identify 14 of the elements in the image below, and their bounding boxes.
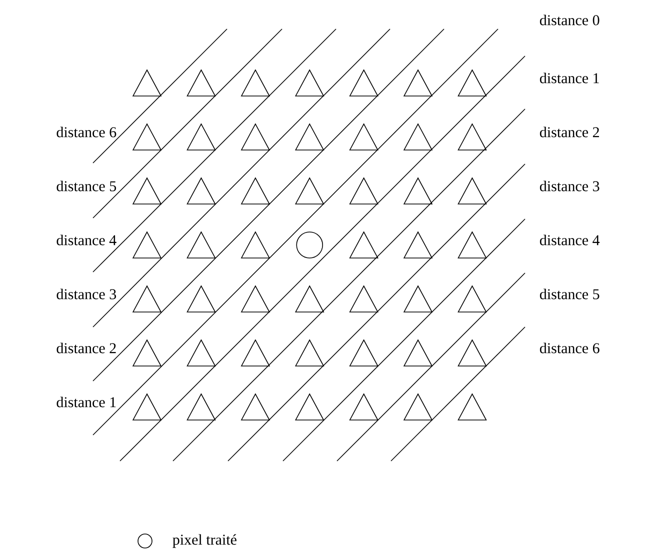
distance-label: distance 2 bbox=[56, 342, 116, 354]
distance-label: distance 3 bbox=[540, 180, 600, 192]
distance-label: distance 4 bbox=[56, 234, 116, 246]
distance-label: distance 6 bbox=[56, 126, 116, 138]
distance-label: distance 4 bbox=[540, 234, 600, 246]
distance-label: distance 6 bbox=[540, 342, 600, 354]
distance-label: distance 5 bbox=[56, 180, 116, 192]
distance-label: distance 1 bbox=[56, 396, 116, 408]
distance-label: distance 2 bbox=[540, 126, 599, 138]
distance-label: distance 0 bbox=[540, 14, 600, 26]
distance-label: distance 3 bbox=[56, 288, 116, 300]
legend-text: pixel traité bbox=[172, 534, 236, 548]
distance-label: distance 5 bbox=[540, 288, 600, 300]
distance-label: distance 1 bbox=[540, 72, 599, 84]
